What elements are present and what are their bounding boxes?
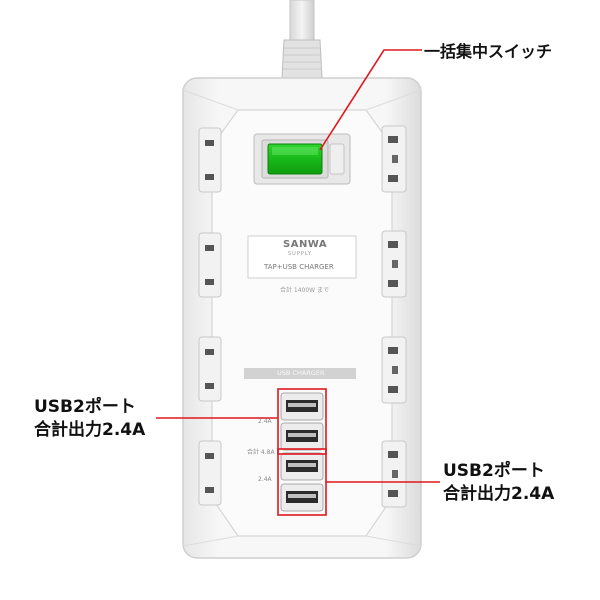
usb-port-2[interactable] xyxy=(280,422,324,451)
switch-callout-line xyxy=(319,49,422,151)
usb-left-label: USB2ポート 合計出力2.4A xyxy=(34,396,145,442)
usb-output-bottom: 2.4A xyxy=(258,476,272,483)
usb-port-1[interactable] xyxy=(280,392,324,421)
usb-right-label-line1: USB2ポート xyxy=(443,461,545,481)
outlet-left-4 xyxy=(198,440,222,506)
usb-port-3[interactable] xyxy=(280,452,324,481)
usb-left-callout-frame xyxy=(156,388,327,455)
usb-output-total: 合計 4.8A xyxy=(247,449,275,456)
model-name: TAP+USB CHARGER xyxy=(264,263,334,271)
usb-port-4[interactable] xyxy=(280,483,324,512)
usb-right-label-line2: 合計出力2.4A xyxy=(443,484,555,504)
master-switch[interactable] xyxy=(253,133,351,185)
power-rating: 合計 1400W まで xyxy=(280,287,330,294)
usb-charger-header: USB CHARGER xyxy=(277,369,325,377)
master-switch-label-text: 一括集中スイッチ xyxy=(424,42,553,61)
master-switch-label: 一括集中スイッチ xyxy=(424,38,552,62)
outlet-right-3 xyxy=(381,336,407,404)
outlet-right-2 xyxy=(381,230,407,298)
outlet-left-3 xyxy=(198,336,222,402)
outlet-right-4 xyxy=(381,440,407,508)
outlet-left-1 xyxy=(198,127,222,193)
brand-subtitle: SUPPLY xyxy=(288,251,313,257)
usb-left-label-line1: USB2ポート xyxy=(34,397,136,417)
usb-output-top: 2.4A xyxy=(258,418,272,425)
outlet-left-2 xyxy=(198,232,222,298)
usb-right-label: USB2ポート 合計出力2.4A xyxy=(443,460,554,506)
usb-charger-header-bar xyxy=(244,368,356,379)
usb-left-label-line2: 合計出力2.4A xyxy=(34,420,146,440)
usb-right-callout-frame xyxy=(277,448,440,516)
outlet-right-1 xyxy=(381,125,407,193)
brand-logo: SANWA xyxy=(283,239,328,250)
